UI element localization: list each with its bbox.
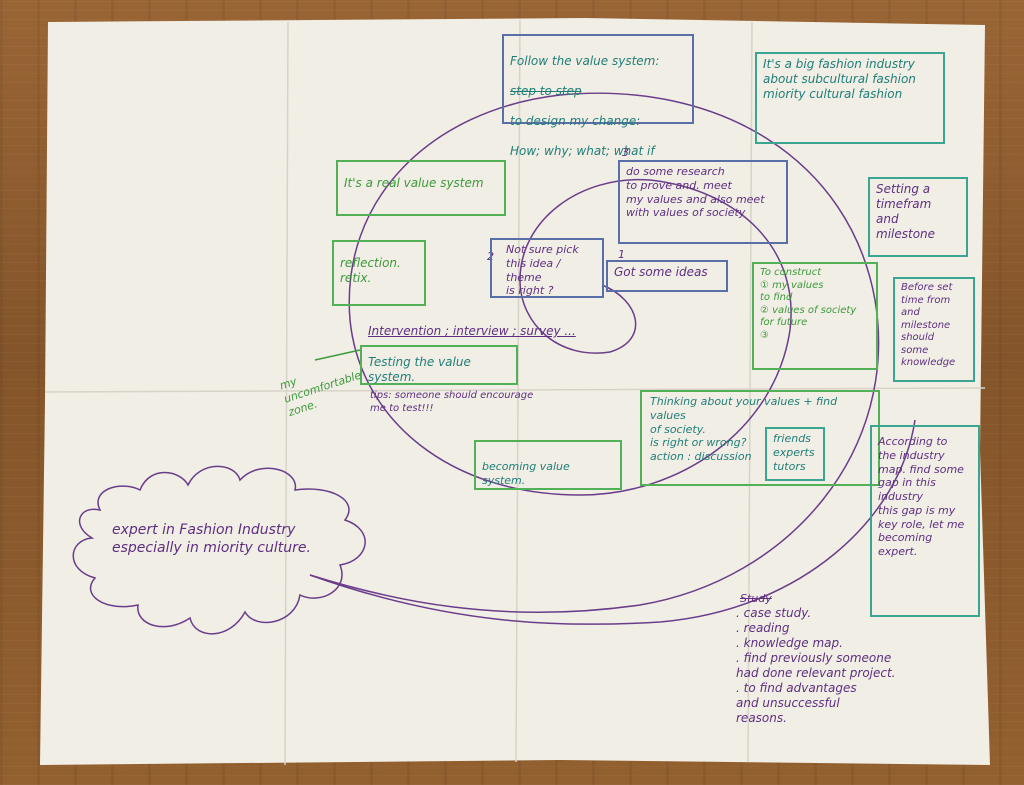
fold-line: [515, 19, 521, 763]
got-ideas-box: Got some ideas: [606, 260, 728, 292]
paper-outline: [40, 18, 990, 765]
intervention-text: Intervention ; interview ; survey ...: [368, 324, 576, 338]
before-set-box: Before set time from and milestone shoul…: [893, 277, 975, 382]
fold-line: [747, 21, 753, 763]
value-system-line3: How; why; what; what if: [510, 144, 655, 158]
expert-cloud-text: expert in Fashion Industry especially in…: [112, 522, 311, 556]
study-list: . case study. . reading . knowledge map.…: [736, 606, 896, 725]
construct-box: To construct ① my values to find ② value…: [752, 262, 878, 370]
value-system-strike: step to step: [510, 84, 582, 98]
friends-box: friends experts tutors: [765, 427, 825, 481]
reflection-box: reflection. retix.: [332, 240, 426, 306]
got-number: 1: [618, 248, 625, 261]
value-system-line2: to design my change:: [510, 114, 641, 128]
spiral-tail: [309, 419, 916, 625]
arrow-line: [314, 349, 361, 361]
spiral-path: [309, 92, 880, 614]
value-system-box: Follow the value system: step to step to…: [502, 34, 694, 158]
testing-box: Testing the value system.: [360, 345, 518, 385]
research-number: 3: [622, 146, 629, 159]
fold-line: [284, 21, 289, 766]
becoming-value-box: becoming value system.: [474, 440, 622, 490]
study-label: Study: [740, 592, 772, 605]
value-system-title: Follow the value system:: [510, 54, 660, 68]
real-value-box: It's a real value system: [336, 160, 506, 216]
pick-idea-box: Not sure pick this idea / theme is right…: [490, 238, 604, 298]
thinking-box: Thinking about your values + find values…: [640, 390, 880, 486]
cloud-shape: [72, 465, 366, 635]
fashion-industry-box: It's a big fashion industry about subcul…: [755, 52, 945, 144]
tips-text: tips: someone should encourage me to tes…: [370, 390, 534, 414]
fold-line: [44, 387, 986, 393]
according-box: According to the industry map. find some…: [870, 425, 980, 617]
research-box: do some research to prove and. meet my v…: [618, 160, 788, 244]
setting-timeframe-box: Setting a timefram and milestone: [868, 177, 968, 257]
